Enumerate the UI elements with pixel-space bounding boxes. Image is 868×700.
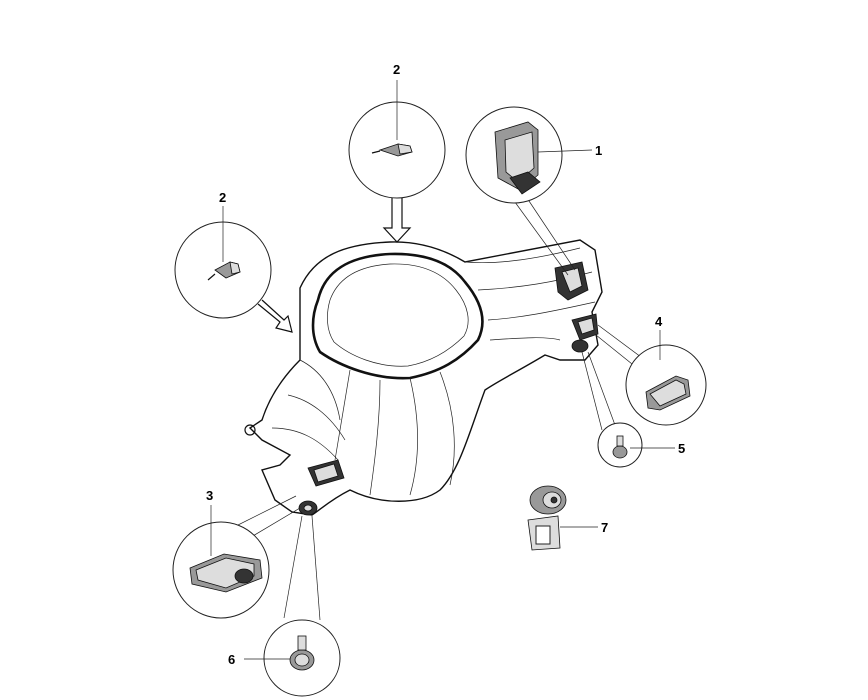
callout-5: 5	[678, 441, 685, 456]
part-4-detail: 4	[595, 314, 707, 426]
callout-1: 1	[595, 143, 602, 158]
callout-6: 6	[228, 652, 235, 667]
part-2-top-detail: 2	[348, 62, 446, 243]
callout-2-left: 2	[219, 190, 226, 205]
part-1-detail: 1	[465, 106, 602, 276]
part-6-detail: 6	[228, 515, 341, 697]
part-7-component: 7	[527, 485, 608, 551]
callout-3: 3	[206, 488, 213, 503]
callout-4: 4	[655, 314, 663, 329]
callout-7: 7	[601, 520, 608, 535]
callout-2-top: 2	[393, 62, 400, 77]
part-5-detail: 5	[581, 351, 685, 468]
part-3-detail: 3	[172, 488, 301, 619]
handlebar-cover-housing	[244, 239, 603, 516]
part-2-left-detail: 2	[174, 190, 293, 333]
